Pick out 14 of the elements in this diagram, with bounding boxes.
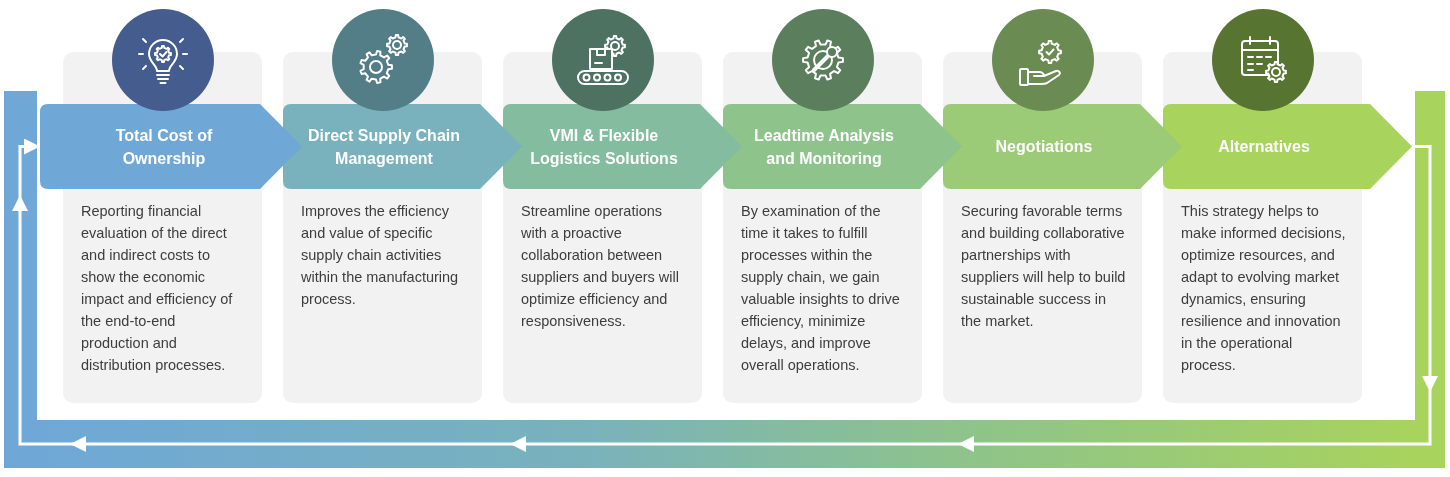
step-title: Alternatives (1218, 137, 1310, 157)
step-description: Streamline operations with a proactive collaboration between suppliers and buyers will optimize efficiency and responsiveness. (521, 202, 680, 331)
step-description: Reporting financial evaluation of the direct and indirect costs to show the economic impact and efficiency of the end-to-end production and distribution processes. (81, 202, 234, 375)
chevron-banner (1163, 104, 1412, 189)
step-description: Improves the efficiency and value of specific supply chain activities within the manufacturing process. (301, 202, 460, 309)
step-description: This strategy helps to make informed decisions, optimize resources, and adapt to evolving market dynamics, ensuring resilience and innovation in the operational process. (1181, 202, 1347, 375)
step-title: Direct Supply Chain Management (307, 125, 461, 169)
step-description: By examination of the time it takes to fulfill processes within the supply chain, we gain valuable insights to drive efficiency, minimize delays, and improve overall operations. (741, 202, 901, 375)
step-description: Securing favorable terms and building collaborative partnerships with suppliers will help to build sustainable success in the market. (961, 202, 1127, 331)
step-title: VMI & Flexible Logistics Solutions (529, 125, 679, 169)
step-title: Leadtime Analysis and Monitoring (753, 125, 895, 169)
step-title: Negotiations (995, 137, 1093, 157)
chevron-banner (40, 104, 302, 189)
step-title: Total Cost of Ownership (114, 125, 214, 169)
